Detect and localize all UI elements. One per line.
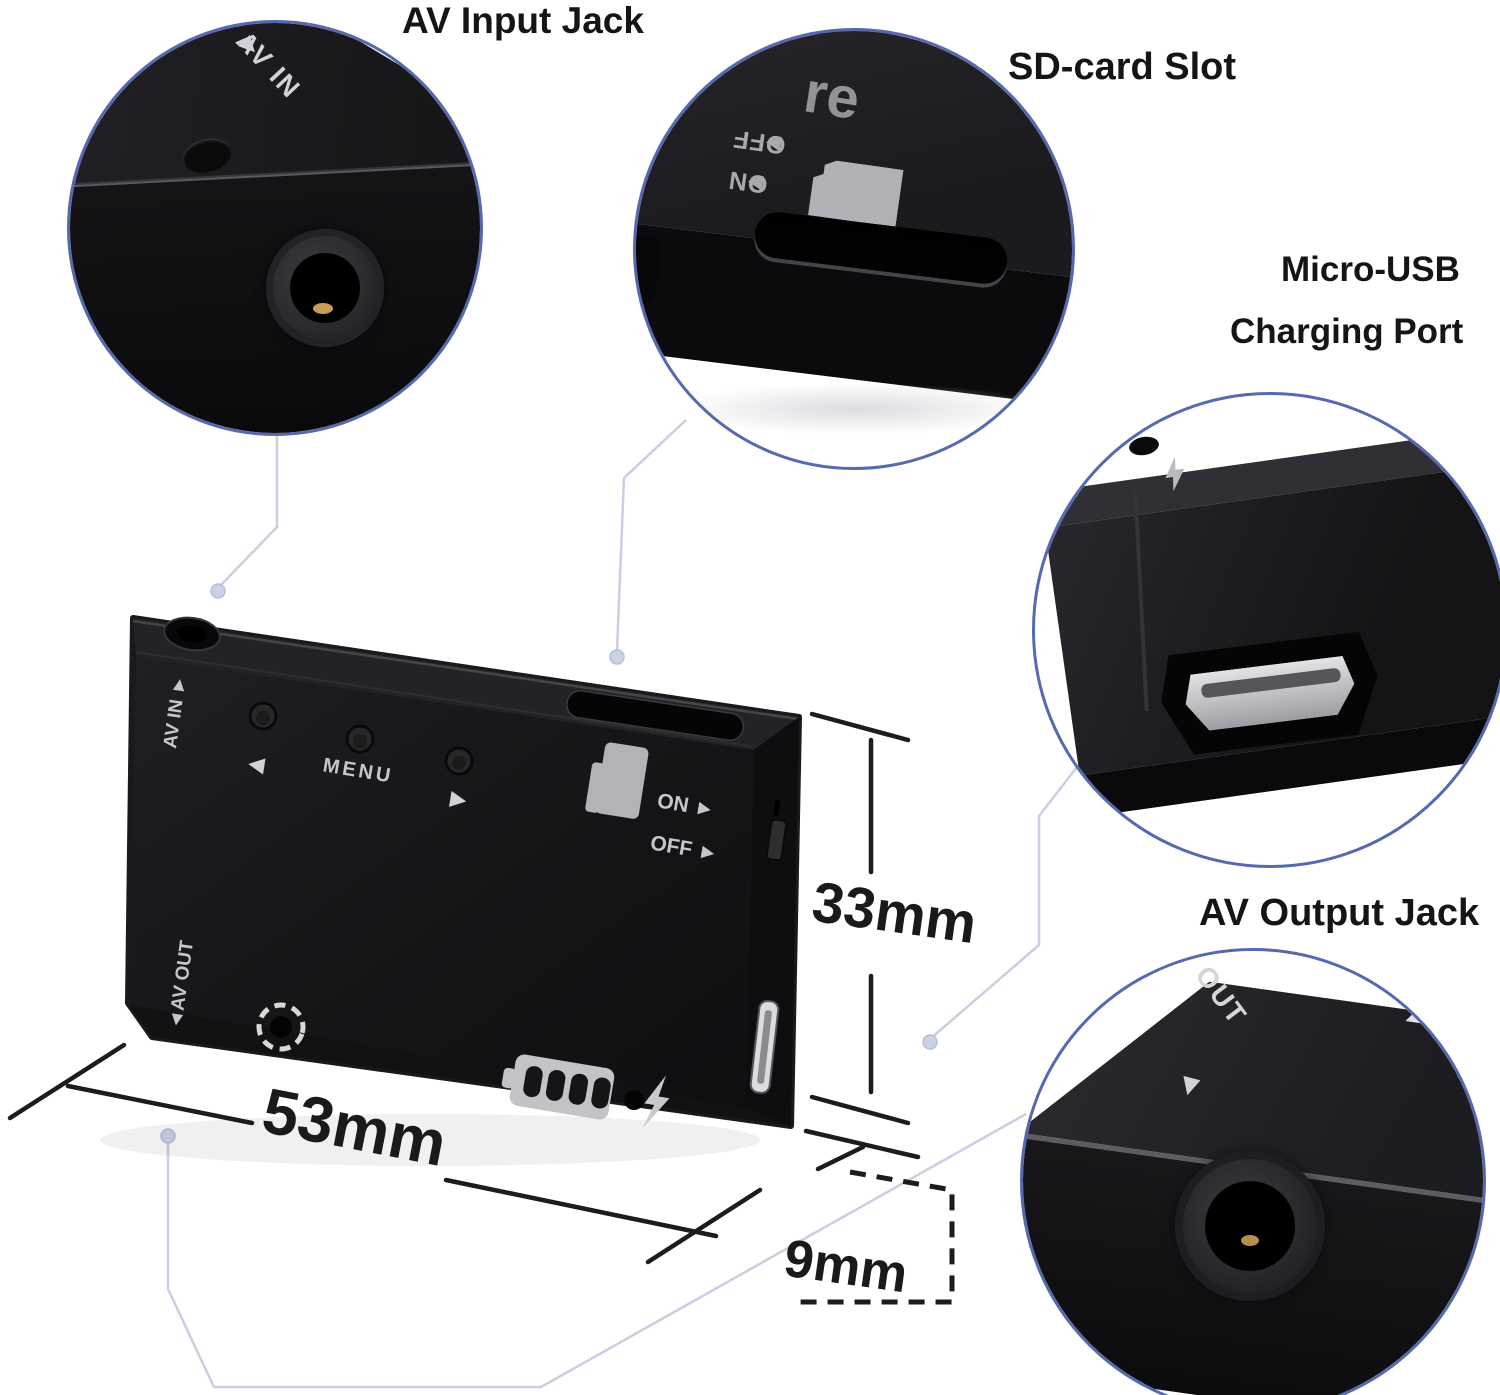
av-input-jack-closeup [266,229,384,347]
av-in-jack [163,616,221,652]
micro-usb-label-line2: Charging Port [1230,312,1464,351]
usb-closeup [1036,395,1500,865]
sd-card-slot [566,690,745,741]
next-arrow-icon: ► [442,782,474,816]
jack-hole [1205,1181,1295,1271]
connector-lines [166,419,1078,1389]
charge-led [624,1090,644,1110]
micro-usb-port [749,1000,780,1094]
battery-indicator-icon [501,1054,615,1120]
av-output-label: AV Output Jack [1199,892,1480,934]
up-arrow-icon: ► [167,674,192,696]
lens-icon [256,1002,306,1052]
right-arrow-icon: ► [739,167,770,199]
power-switch [765,799,788,862]
sd-card-label: SD-card Slot [1008,46,1237,88]
av-input-label: AV Input Jack [402,0,644,41]
callout-circle-av-output: AV OUT ▼ ◄ [1020,948,1486,1395]
gold-pin [1241,1235,1259,1246]
lightning-icon [642,1075,670,1129]
down-arrow-icon: ◄ [164,1008,189,1031]
device-photo [125,615,802,1129]
callout-circle-av-input: AV IN ► [67,20,483,436]
connector-dots [160,583,938,1144]
micro-usb-label-line1: Micro-USB [1281,250,1460,289]
right-arrow-icon: ► [757,128,788,160]
callout-circle-micro-usb [1032,392,1500,868]
right-arrow-icon: ► [692,795,717,822]
gold-pin [313,303,333,314]
right-arrow-icon: ► [695,839,721,866]
soft-shadow [666,383,1046,435]
av-output-jack-closeup [1175,1151,1325,1301]
on-text: ON [655,789,691,818]
prev-arrow-icon: ◄ [240,747,272,781]
device-shadow [100,1114,760,1166]
microsd-icon [585,742,649,819]
dimension-lines [7,711,921,1265]
callout-circle-sd-card: re OFF ► ON ► [633,28,1075,470]
